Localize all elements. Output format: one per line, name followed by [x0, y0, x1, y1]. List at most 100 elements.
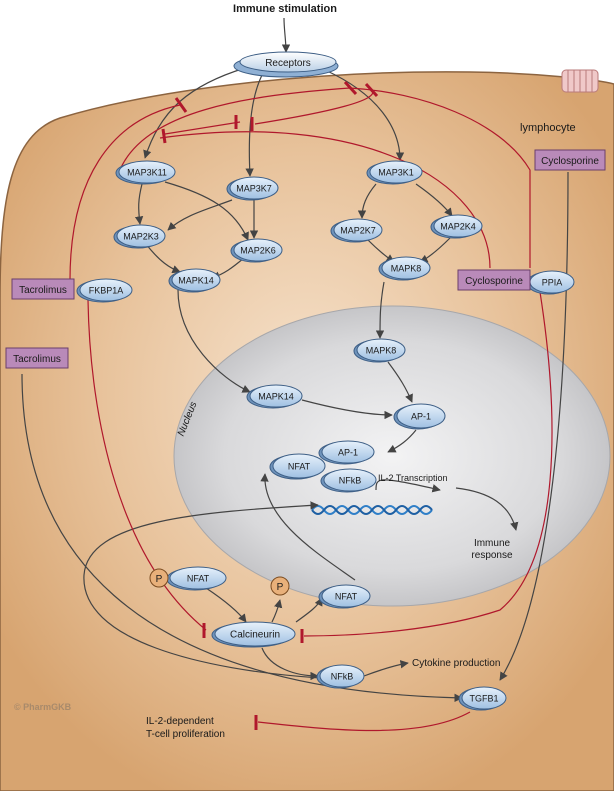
inhibition-bars [161, 80, 379, 730]
immune-response-label-2: response [471, 550, 513, 561]
fkbp1a-node[interactable]: FKBP1A [76, 278, 133, 303]
arrow-mapk14nuc-ap1 [301, 399, 393, 420]
ppia-node[interactable]: PPIA [526, 270, 575, 295]
map2k3-node[interactable]: MAP2K3 [113, 224, 166, 249]
arrow-calcineurin-p [271, 599, 283, 623]
nfat-node[interactable]: NFAT [318, 584, 371, 609]
map2k6-node[interactable]: MAP2K6 [230, 238, 283, 263]
cyclosporine-upper-label: Cyclosporine [541, 156, 599, 167]
inhibit-cyclosporine-loop [159, 131, 491, 269]
map2k6-label: MAP2K6 [240, 246, 276, 256]
title-immune-stimulation: Immune stimulation [233, 3, 337, 15]
tacrolimus-upper-label: Tacrolimus [19, 285, 67, 296]
cyclosporine-mid-label: Cyclosporine [465, 276, 523, 287]
arrow-mapk8nuc-ap1 [387, 361, 413, 403]
tgfb1-node[interactable]: TGFB1 [458, 686, 507, 711]
nucleus [173, 305, 611, 607]
drug-cyclosporine-mid[interactable]: Cyclosporine [457, 269, 531, 291]
mapk8-nuc-label: MAPK8 [366, 346, 397, 356]
il2-transcription-label: IL-2 Transcription [378, 473, 448, 483]
arrow-ap1-complex [387, 429, 417, 453]
mapk14-nuc-node[interactable]: MAPK14 [246, 384, 303, 409]
map2k4-label: MAP2K4 [440, 222, 476, 232]
immune-response-label-1: Immune [474, 538, 511, 549]
cytokine-production-label: Cytokine production [412, 658, 500, 669]
inhibit-cyclosporine-calcineurin [303, 291, 553, 637]
receptors-label: Receptors [265, 58, 311, 69]
mapk14-label: MAPK14 [178, 276, 214, 286]
ppia-label: PPIA [542, 278, 563, 288]
arrow-mapk8-mapk8nuc [375, 281, 385, 339]
nfat-complex-node[interactable]: NFAT [269, 453, 326, 480]
map3k11-label: MAP3K11 [127, 168, 167, 178]
map2k4-node[interactable]: MAP2K4 [430, 214, 483, 239]
cell-label: lymphocyte [520, 122, 576, 134]
map3k1-label: MAP3K1 [378, 168, 414, 178]
fkbp1a-label: FKBP1A [89, 286, 124, 296]
ap1-complex-label: AP-1 [338, 448, 358, 458]
ap1-node[interactable]: AP-1 [393, 403, 446, 430]
membrane-channel-icon [561, 69, 599, 93]
inhibition-lines [69, 87, 553, 732]
inhibit-tgfb1-proliferation [257, 711, 471, 732]
mapk14-node[interactable]: MAPK14 [168, 268, 221, 293]
nfkb-complex-node[interactable]: NFkB [320, 468, 377, 493]
arrow-calcineurin-nfkb [261, 647, 319, 681]
nfkb-node[interactable]: NFkB [316, 664, 365, 689]
arrow-il2-transcription [375, 479, 441, 493]
phosphate-left-icon: P [149, 568, 169, 588]
mapk14-nuc-label: MAPK14 [258, 392, 294, 402]
arrow-stimulus-receptors [281, 17, 291, 53]
il2-proliferation-label-2: T-cell proliferation [146, 729, 225, 740]
drug-tacrolimus-upper[interactable]: Tacrolimus [11, 278, 75, 300]
watermark: © PharmGKB [14, 702, 72, 712]
map3k11-node[interactable]: MAP3K11 [115, 160, 176, 185]
mapk8-node[interactable]: MAPK8 [378, 256, 431, 281]
calcineurin-label: Calcineurin [230, 630, 280, 641]
map3k7-label: MAP3K7 [236, 184, 272, 194]
arrow-map3k11-map2k3 [134, 183, 144, 225]
arrow-nfat-to-complex [260, 473, 356, 581]
arrow-map2k3-mapk14 [145, 243, 181, 274]
tacrolimus-lower-label: Tacrolimus [13, 354, 61, 365]
arrow-nfkb-to-nucleus [83, 501, 321, 679]
receptors-node[interactable]: Receptors [233, 51, 339, 78]
inhibit-tacrolimus-receptor-left [69, 104, 181, 281]
inhibit-right-mid [254, 89, 374, 125]
nfat-complex-label: NFAT [288, 462, 311, 472]
nfat-p-node[interactable]: NFAT [166, 566, 227, 591]
nfat-label: NFAT [335, 592, 358, 602]
dna-helix-icon [311, 505, 433, 515]
arrow-dna-immune-response [455, 487, 519, 531]
ap1-complex-node[interactable]: AP-1 [318, 440, 375, 465]
svg-text:P: P [156, 574, 163, 585]
il2-proliferation-label-1: IL-2-dependent [146, 716, 214, 727]
nfat-p-label: NFAT [187, 574, 210, 584]
svg-text:P: P [277, 582, 284, 593]
ap1-label: AP-1 [411, 412, 431, 422]
map3k7-node[interactable]: MAP3K7 [226, 176, 279, 201]
phosphate-right-icon: P [270, 576, 290, 596]
arrow-nfkb-cytokine [363, 660, 409, 677]
map2k7-node[interactable]: MAP2K7 [330, 218, 383, 243]
arrow-map3k1-map2k4 [415, 183, 453, 217]
inhibit-mid-line [164, 121, 241, 135]
map2k3-label: MAP2K3 [123, 232, 159, 242]
arrow-nfatp-calcineurin [205, 587, 247, 623]
arrow-map3k1-map2k7 [357, 183, 377, 219]
inhibit-tacrolimus-calcineurin [87, 299, 207, 631]
arrow-mapk14-mapk14nuc [177, 289, 251, 393]
arrow-cyclosporine-tgfb1 [499, 171, 569, 681]
arrow-receptors-map3k1 [324, 69, 405, 161]
map2k7-label: MAP2K7 [340, 226, 376, 236]
map3k1-node[interactable]: MAP3K1 [366, 160, 423, 185]
mapk8-nuc-node[interactable]: MAPK8 [353, 338, 406, 363]
nfkb-label: NFkB [331, 672, 354, 682]
mapk8-label: MAPK8 [391, 264, 422, 274]
drug-tacrolimus-lower[interactable]: Tacrolimus [5, 347, 69, 369]
calcineurin-node[interactable]: Calcineurin [211, 621, 296, 648]
drug-cyclosporine-upper[interactable]: Cyclosporine [534, 149, 606, 171]
arrow-map3k7-map2k3 [167, 199, 233, 231]
